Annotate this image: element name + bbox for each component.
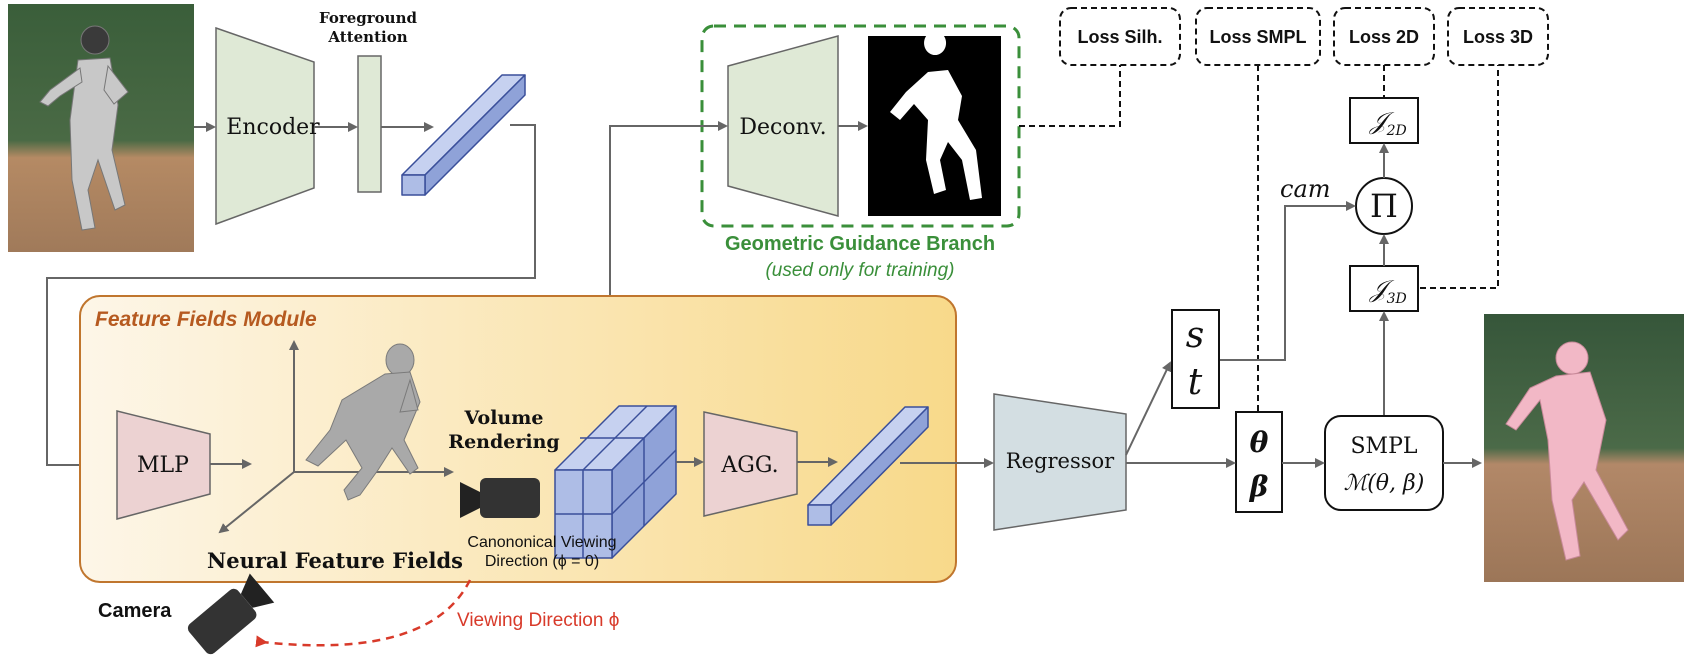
loss-3d-label: Loss 3D [1463, 27, 1533, 47]
loss-smpl-label: Loss SMPL [1209, 27, 1306, 47]
regressor-block [993, 393, 1127, 531]
volume-rendering-label-1: Volume [464, 407, 544, 429]
agg-block [703, 411, 798, 517]
foreground-attention-bar [357, 55, 382, 193]
smpl-formula: ℳ(θ, β) [1344, 471, 1425, 496]
silhouette-image [868, 31, 1001, 216]
canonical-camera-icon [460, 478, 540, 518]
camera-label: Camera [98, 600, 172, 622]
mlp-block [116, 410, 211, 520]
canonical-direction-label-1: Canononical Viewing [467, 534, 616, 551]
smpl-label: SMPL [1350, 434, 1417, 459]
encoder-label: Encoder [226, 115, 320, 140]
beta-label: β [1249, 470, 1269, 503]
j3d-subscript: 3D [1387, 291, 1407, 307]
input-photo [8, 4, 194, 252]
volume-rendering-label-2: Rendering [448, 431, 559, 453]
deconv-block [727, 35, 839, 217]
neural-feature-mannequin [305, 343, 421, 501]
viewing-direction-arrow [255, 579, 472, 648]
translation-label: t [1188, 362, 1203, 403]
j3d-box [1349, 265, 1419, 312]
theta-label: θ [1250, 426, 1269, 459]
geo-branch-note: (used only for training) [765, 260, 954, 281]
feature-fields-module [79, 295, 957, 583]
scale-translation-box [1171, 309, 1220, 409]
geo-branch-title: Geometric Guidance Branch [725, 233, 995, 255]
foreground-attention-label-2: Attention [327, 28, 407, 46]
cam-label: cam [1280, 175, 1331, 203]
scale-label: s [1186, 315, 1204, 356]
deconv-label: Deconv. [739, 115, 826, 140]
loss-2d-label: Loss 2D [1349, 27, 1419, 47]
j2d-subscript: 2D [1386, 123, 1407, 139]
canonical-direction-label-2: Direction (ϕ = 0) [485, 553, 599, 570]
feature-vector-1 [401, 74, 526, 196]
mlp-label: MLP [137, 453, 189, 478]
foreground-attention-label-1: Foreground [319, 9, 417, 27]
loss-2d-box [1333, 7, 1435, 66]
camera-icon [187, 573, 275, 655]
agg-label: AGG. [720, 453, 778, 478]
loss-3d-box [1447, 7, 1549, 66]
encoder-block [215, 26, 315, 226]
output-photo [1484, 314, 1684, 582]
feature-vector-2 [807, 406, 929, 526]
feature-fields-module-title: Feature Fields Module [95, 308, 317, 331]
loss-silh-box [1059, 7, 1181, 66]
loss-silh-label: Loss Silh. [1077, 27, 1162, 47]
feature-volume [554, 405, 677, 559]
pose-shape-box [1235, 411, 1283, 513]
viewing-direction-label: Viewing Direction ϕ [457, 610, 619, 631]
neural-feature-fields-label: Neural Feature Fields [207, 548, 463, 573]
regressor-label: Regressor [1006, 449, 1115, 473]
projection-symbol: Π [1370, 187, 1398, 225]
